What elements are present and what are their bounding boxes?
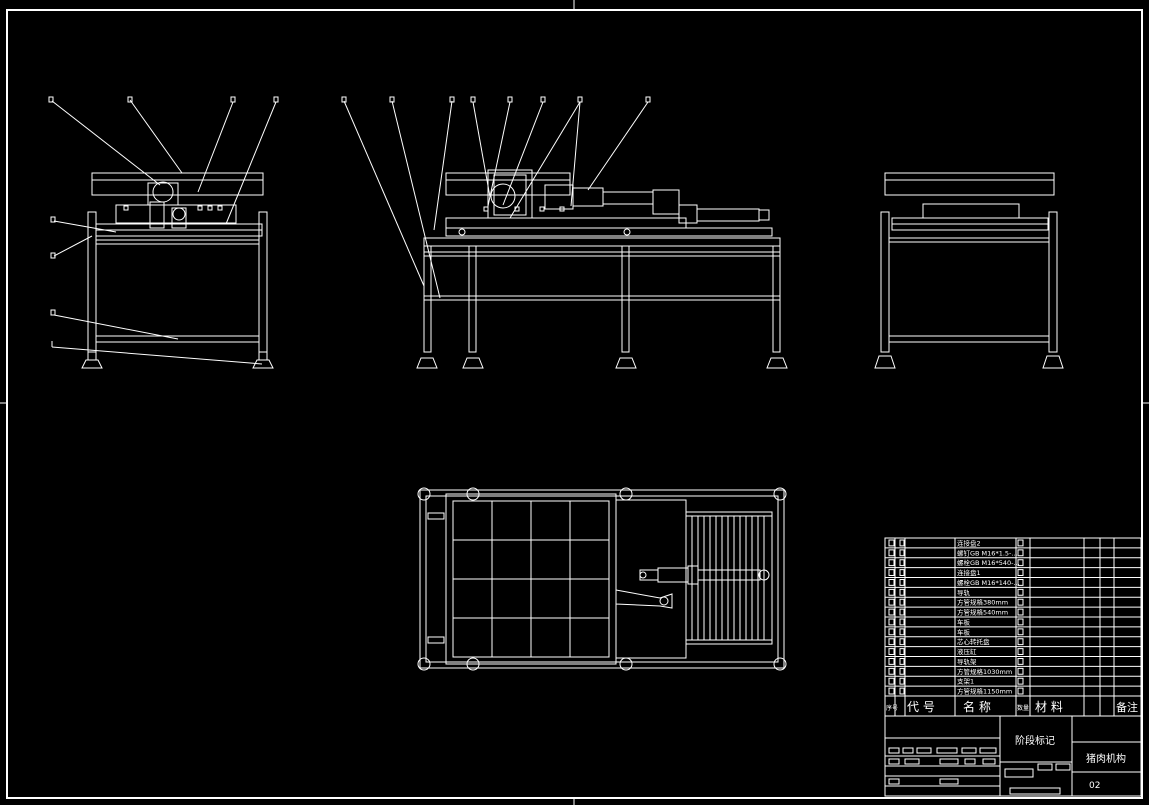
bom-cell-marker (1017, 648, 1024, 655)
bom-row-name: 芯心转托盘 (957, 637, 990, 646)
bom-row-name: 车板 (957, 627, 971, 636)
left-side-view (48, 96, 279, 369)
bom-row-name: 螺栓GB M16*140-... (957, 578, 1020, 587)
bom-cell-marker (899, 628, 905, 636)
bom-cell-marker (888, 687, 895, 695)
bom-cell-marker (1017, 677, 1024, 685)
bom-cell-marker (899, 687, 905, 695)
bom-cell-marker (888, 569, 895, 576)
bom-row-name: 连接盘2 (957, 538, 981, 547)
bom-cell-marker (1017, 549, 1024, 557)
front-view (341, 96, 788, 369)
stage-mark-label: 阶段标记 (1015, 734, 1055, 747)
bom-cell-marker (888, 628, 895, 636)
bom-cell-marker (899, 579, 905, 586)
bom-cell-marker (888, 638, 895, 646)
bom-row-name: 导轨架 (957, 657, 977, 666)
bom-cell-marker (888, 559, 895, 567)
title-block-cells (888, 747, 1071, 795)
bom-cell-marker (899, 539, 905, 547)
bom-cell-marker (899, 569, 905, 576)
bom-cell-marker (888, 588, 895, 596)
bom-cell-marker (899, 598, 905, 606)
bom-row-name: 方管规格540mm (957, 608, 1008, 617)
bom-cell-marker (899, 608, 905, 616)
right-side-view (874, 172, 1064, 369)
bom-cell-marker (899, 667, 905, 675)
bom-cell-marker (888, 598, 895, 606)
bom-row-name: 支架1 (957, 677, 974, 686)
bom-cell-marker (899, 549, 905, 557)
bom-cell-marker (1017, 618, 1024, 626)
bom-cell-marker (888, 677, 895, 685)
bom-cell-marker (888, 667, 895, 675)
bom-row-name: 车板 (957, 617, 971, 626)
drawing-number: 02 (1089, 781, 1100, 791)
bom-cell-marker (888, 539, 895, 547)
bom-cell-marker (888, 618, 895, 626)
bom-cell-marker (1017, 667, 1024, 675)
bom-cell-marker (1017, 579, 1024, 586)
bom-row-name: 方管规格1030mm (957, 667, 1012, 676)
bom-cell-marker (888, 648, 895, 655)
bom-row-name: 连接盘1 (957, 568, 981, 577)
bom-cell-marker (1017, 569, 1024, 576)
bom-cell-marker (888, 549, 895, 557)
bom-cell-marker (1017, 608, 1024, 616)
slat-lines (691, 516, 765, 640)
bom-row-name: 方管规格380mm (957, 598, 1008, 607)
bom-header-code: 代 号 (907, 700, 935, 714)
bom-cell-marker (899, 638, 905, 646)
bom-cell-marker (1017, 588, 1024, 596)
bom-cell-marker (899, 648, 905, 655)
bom-row-name: 导轨 (957, 588, 971, 597)
bom-cell-marker (1017, 658, 1024, 665)
bom-cell-marker (1017, 687, 1024, 695)
drawing-title: 猪肉机构 (1086, 752, 1126, 765)
bom-cell-marker (1017, 559, 1024, 567)
bom-row-name: 螺钉GB M16*1.5-... (957, 548, 1018, 557)
bom-header-seq: 序号 (886, 704, 898, 712)
bom-header-material: 材 料 (1035, 700, 1063, 714)
plan-view (417, 487, 787, 671)
bom-cell-marker (899, 559, 905, 567)
bom-cell-marker (899, 677, 905, 685)
bom-cell-marker (888, 608, 895, 616)
bom-cell-marker (1017, 628, 1024, 636)
bom-cell-marker (888, 579, 895, 586)
bom-cell-marker (899, 658, 905, 665)
bom-cell-marker (1017, 539, 1024, 547)
bom-header-name: 名 称 (963, 699, 991, 714)
bom-header-qty: 数量 (1017, 704, 1029, 712)
bom-row-name: 方管规格1150mm (957, 687, 1012, 696)
bom-cell-marker (899, 618, 905, 626)
bom-cell-marker (899, 588, 905, 596)
bom-row-name: 液压缸 (957, 647, 977, 656)
bom-header-remark: 备注 (1116, 700, 1138, 714)
bom-row-name: 螺栓GB M16*540-... (957, 558, 1020, 567)
bom-cell-marker (1017, 638, 1024, 646)
bom-cell-marker (1017, 598, 1024, 606)
bom-cell-marker (888, 658, 895, 665)
